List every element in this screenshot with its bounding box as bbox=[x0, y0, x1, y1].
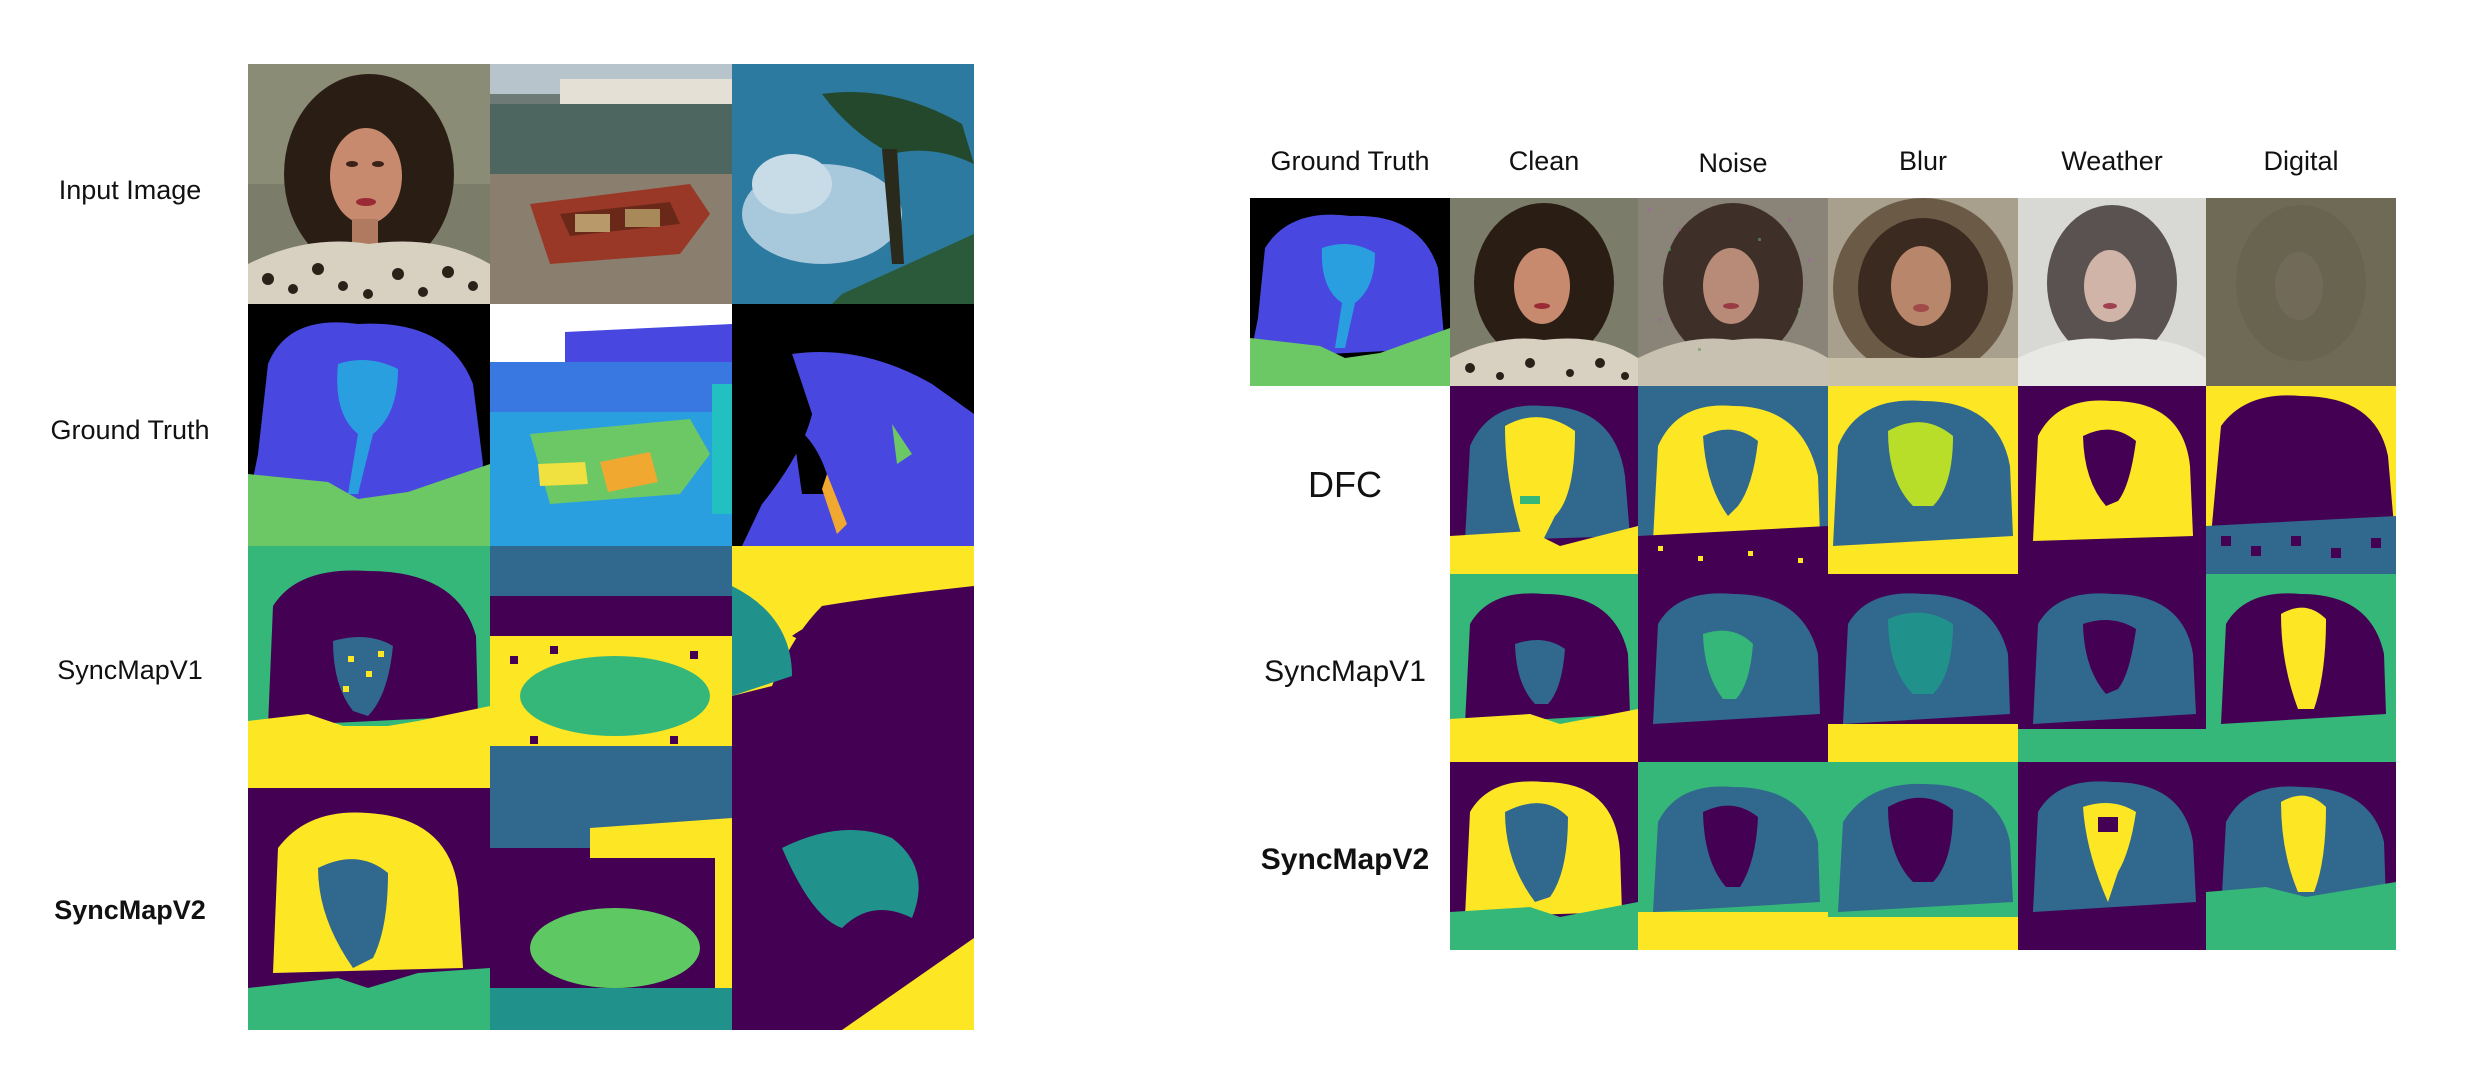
right-row-label-syncmapv2: SyncMapV2 bbox=[1260, 843, 1430, 876]
syncmapv2-woman bbox=[248, 788, 490, 1030]
syncmapv2-weather bbox=[2018, 762, 2206, 950]
input-image-tree bbox=[732, 64, 974, 304]
syncmapv2-blur bbox=[1828, 762, 2018, 950]
syncmapv1-boat bbox=[490, 546, 732, 788]
ground-truth-boat bbox=[490, 304, 732, 546]
dfc-weather bbox=[2018, 386, 2206, 574]
ground-truth-woman bbox=[248, 304, 490, 546]
dfc-noise bbox=[1638, 386, 1828, 574]
syncmapv1-clean bbox=[1450, 574, 1638, 762]
left-row-label-input: Input Image bbox=[58, 174, 202, 205]
syncmapv2-digital bbox=[2206, 762, 2396, 950]
dfc-digital bbox=[2206, 386, 2396, 574]
dfc-blur bbox=[1828, 386, 2018, 574]
syncmapv1-weather bbox=[2018, 574, 2206, 762]
syncmapv2-boat bbox=[490, 788, 732, 1030]
right-ground-truth bbox=[1250, 198, 1450, 386]
input-image-woman bbox=[248, 64, 490, 304]
noise-image bbox=[1638, 198, 1828, 386]
dfc-clean bbox=[1450, 386, 1638, 574]
syncmapv1-woman bbox=[248, 546, 490, 788]
input-image-boat bbox=[490, 64, 732, 304]
syncmapv1-digital bbox=[2206, 574, 2396, 762]
digital-image bbox=[2206, 198, 2396, 386]
blur-image bbox=[1828, 198, 2018, 386]
right-row-label-syncmapv1: SyncMapV1 bbox=[1264, 655, 1426, 688]
col-label-digital: Digital bbox=[2263, 146, 2339, 176]
col-label-noise: Noise bbox=[1698, 148, 1768, 178]
syncmapv1-noise bbox=[1638, 574, 1828, 762]
syncmapv1-tree bbox=[732, 546, 974, 788]
right-row-label-dfc: DFC bbox=[1308, 464, 1382, 505]
left-row-label-syncmapv2: SyncMapV2 bbox=[54, 894, 206, 925]
syncmapv2-clean bbox=[1450, 762, 1638, 950]
syncmapv1-blur bbox=[1828, 574, 2018, 762]
syncmapv2-tree bbox=[732, 788, 974, 1030]
ground-truth-tree bbox=[732, 304, 974, 546]
col-label-ground-truth: Ground Truth bbox=[1270, 146, 1430, 176]
weather-image bbox=[2018, 198, 2206, 386]
left-row-label-ground-truth: Ground Truth bbox=[50, 414, 210, 445]
col-label-blur: Blur bbox=[1898, 146, 1947, 176]
left-row-label-syncmapv1: SyncMapV1 bbox=[57, 654, 203, 685]
col-label-weather: Weather bbox=[2061, 146, 2163, 176]
col-label-clean: Clean bbox=[1508, 146, 1580, 176]
syncmapv2-noise bbox=[1638, 762, 1828, 950]
clean-image bbox=[1450, 198, 1638, 386]
